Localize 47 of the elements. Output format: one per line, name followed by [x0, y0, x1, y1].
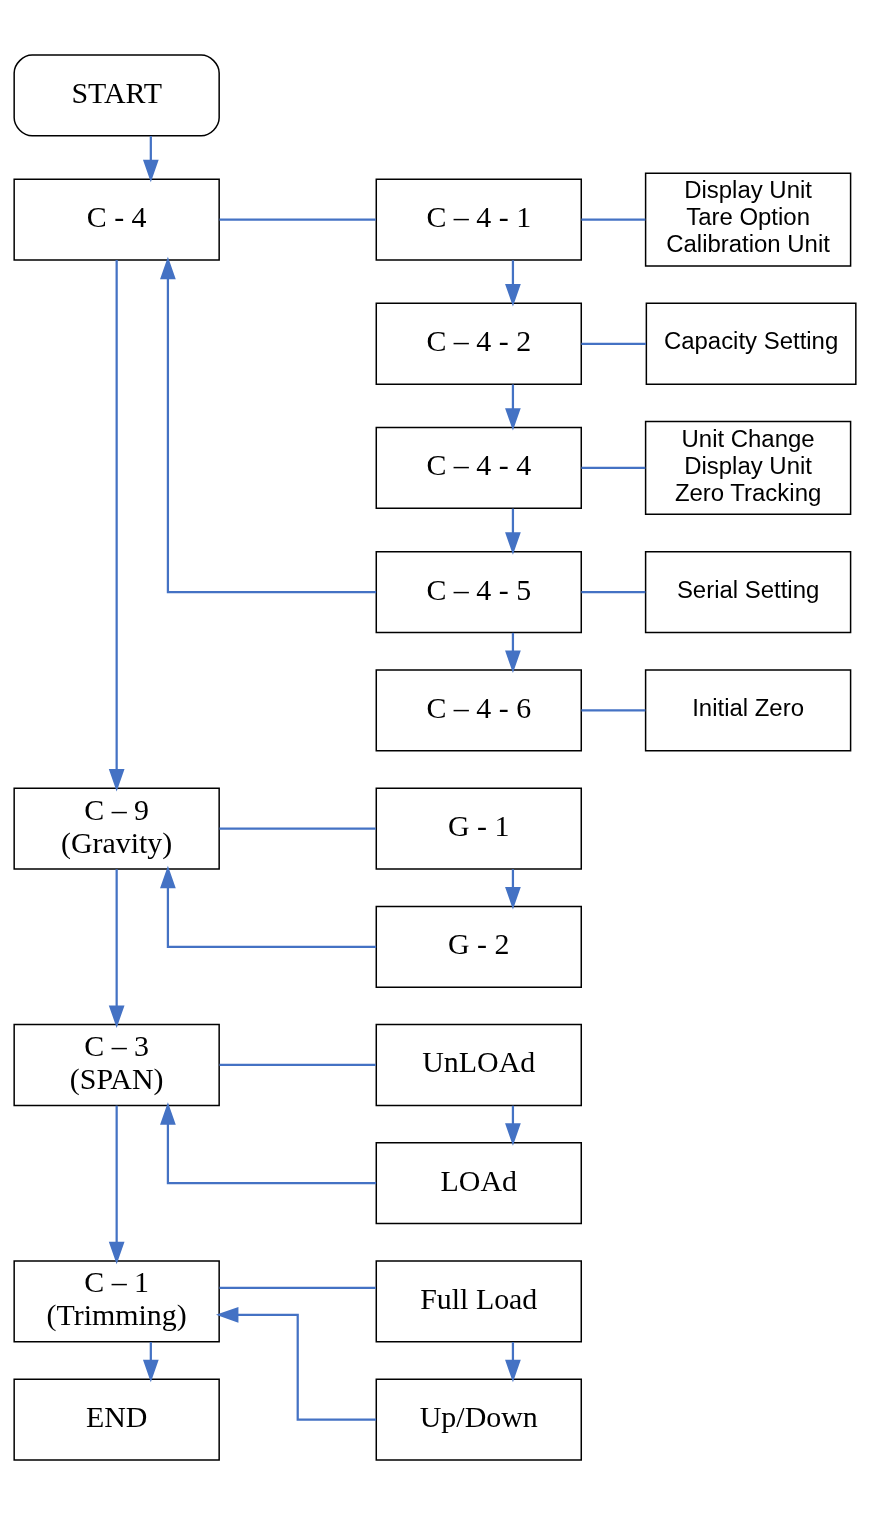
node-box: C – 4 - 4 — [375, 426, 582, 510]
connector — [581, 342, 646, 345]
arrow — [505, 508, 521, 555]
node-box: LOAd — [375, 1142, 582, 1225]
connector — [581, 709, 646, 712]
connector — [219, 1063, 376, 1067]
node-box: G - 2 — [375, 905, 582, 988]
arrow — [108, 1105, 125, 1265]
node-box: C – 4 - 6 — [375, 669, 582, 752]
node-box: C – 4 - 5 — [375, 551, 582, 634]
arrow — [160, 865, 377, 948]
node-box: C – 4 - 1 — [375, 178, 582, 261]
node-box: C – 3 (SPAN) — [13, 1023, 220, 1107]
arrow — [505, 260, 521, 307]
node-box: Up/Down — [375, 1378, 582, 1461]
node-box: Serial Setting — [644, 551, 852, 634]
connector — [581, 591, 646, 594]
arrow — [142, 1342, 159, 1383]
node-box: Full Load — [375, 1260, 582, 1343]
node-box: START — [13, 54, 220, 137]
arrow — [215, 1307, 377, 1421]
arrow — [160, 256, 377, 594]
node-box: Capacity Setting — [645, 302, 857, 385]
node-box: Unit Change Display Unit Zero Tracking — [644, 420, 852, 516]
node-box: UnLOAd — [375, 1023, 582, 1107]
arrow — [108, 260, 125, 792]
arrow — [505, 632, 521, 673]
arrow — [505, 1105, 521, 1146]
connector — [219, 827, 376, 830]
connector — [581, 466, 646, 470]
node-box: C - 4 — [13, 178, 220, 261]
arrow — [160, 1102, 377, 1185]
connector — [219, 218, 376, 221]
node-box: C – 9 (Gravity) — [13, 787, 220, 870]
node-box: Display Unit Tare Option Calibration Unit — [644, 172, 852, 267]
node-box: C – 4 - 2 — [375, 302, 582, 385]
node-box: C – 1 (Trimming) — [13, 1260, 220, 1343]
arrow — [108, 869, 125, 1028]
arrow — [505, 869, 521, 910]
node-box: G - 1 — [375, 787, 582, 870]
connector — [581, 218, 646, 221]
node-box: END — [13, 1378, 220, 1461]
arrow — [505, 1342, 521, 1383]
connector — [219, 1286, 376, 1290]
arrow — [505, 384, 521, 431]
node-box: Initial Zero — [644, 669, 852, 752]
arrow — [142, 136, 159, 183]
